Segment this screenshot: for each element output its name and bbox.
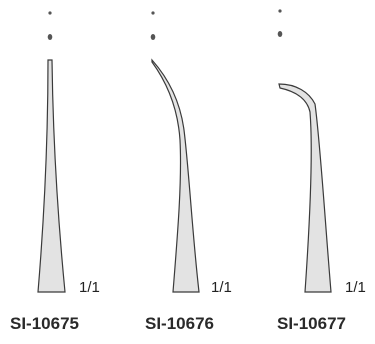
product-code: SI-10677 [277, 314, 346, 333]
grain-dot-small [151, 11, 155, 15]
instrument-si-10676 [150, 11, 200, 293]
grain-dot-large [277, 31, 283, 37]
scale-label: 1/1 [211, 279, 232, 296]
grain-dot-large [47, 34, 53, 40]
instrument-profile [278, 83, 332, 293]
grain-dot-small [48, 11, 52, 15]
instrument-si-10675 [37, 11, 66, 293]
scale-label: 1/1 [345, 279, 366, 296]
scale-label: 1/1 [79, 279, 100, 296]
product-code: SI-10676 [145, 314, 214, 333]
instrument-si-10677 [277, 9, 332, 293]
instrument-profile [151, 58, 200, 293]
grain-dot-small [278, 9, 282, 13]
instrument-profile [37, 59, 66, 293]
product-code: SI-10675 [10, 314, 79, 333]
grain-dot-large [150, 34, 156, 40]
